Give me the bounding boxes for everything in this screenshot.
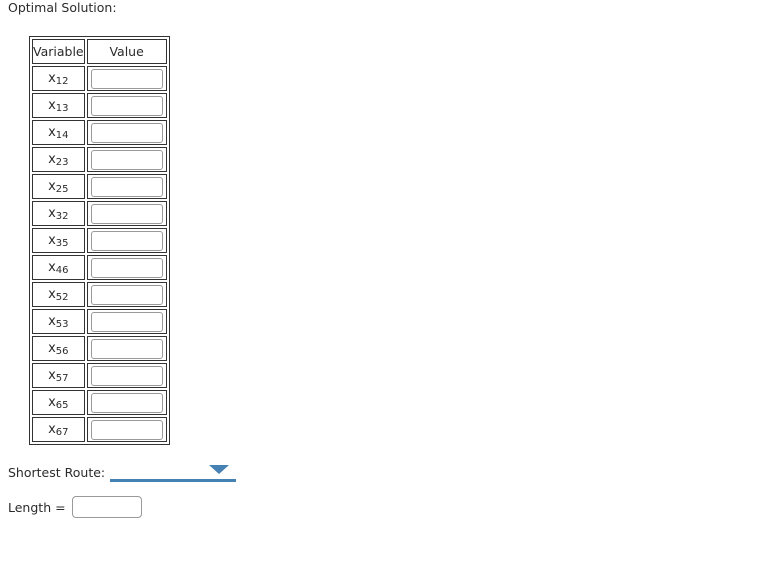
table-body: x12 x13 x14 x23 x25 xyxy=(32,66,167,442)
value-input[interactable] xyxy=(90,68,163,89)
variable-label: x52 xyxy=(48,286,69,303)
variable-label: x57 xyxy=(48,367,69,384)
variable-label: x32 xyxy=(48,205,69,222)
variable-label: x35 xyxy=(48,232,69,249)
value-input[interactable] xyxy=(90,419,163,440)
value-input[interactable] xyxy=(90,95,163,116)
table-row: x23 xyxy=(32,147,167,172)
length-input[interactable] xyxy=(71,496,142,518)
value-input[interactable] xyxy=(90,284,163,305)
table-row: x14 xyxy=(32,120,167,145)
variable-label: x23 xyxy=(48,151,69,168)
variable-label: x13 xyxy=(48,97,69,114)
table-row: x67 xyxy=(32,417,167,442)
table-row: x46 xyxy=(32,255,167,280)
table-row: x35 xyxy=(32,228,167,253)
variable-label: x56 xyxy=(48,340,69,357)
value-input[interactable] xyxy=(90,176,163,197)
table-header-row: Variable Value xyxy=(32,39,167,64)
value-input[interactable] xyxy=(90,230,163,251)
value-input[interactable] xyxy=(90,365,163,386)
optimal-solution-table: Variable Value x12 x13 x14 x23 xyxy=(29,36,170,445)
value-input[interactable] xyxy=(90,149,163,170)
table-row: x25 xyxy=(32,174,167,199)
table-row: x56 xyxy=(32,336,167,361)
value-input[interactable] xyxy=(90,392,163,413)
table-row: x13 xyxy=(32,93,167,118)
dropdown-arrow-icon xyxy=(209,465,230,474)
page-title: Optimal Solution: xyxy=(8,0,117,15)
length-row: Length = xyxy=(8,496,749,518)
table-row: x12 xyxy=(32,66,167,91)
column-header-variable: Variable xyxy=(32,39,85,64)
value-input[interactable] xyxy=(90,257,163,278)
shortest-route-dropdown[interactable] xyxy=(110,465,237,482)
variable-label: x14 xyxy=(48,124,69,141)
value-input[interactable] xyxy=(90,122,163,143)
shortest-route-row: Shortest Route: xyxy=(8,465,749,482)
variable-label: x12 xyxy=(48,70,69,87)
shortest-route-label: Shortest Route: xyxy=(8,465,106,480)
variable-label: x65 xyxy=(48,394,69,411)
table-row: x65 xyxy=(32,390,167,415)
value-input[interactable] xyxy=(90,203,163,224)
table-row: x53 xyxy=(32,309,167,334)
variable-label: x46 xyxy=(48,259,69,276)
variable-label: x53 xyxy=(48,313,69,330)
table-row: x57 xyxy=(32,363,167,388)
length-label: Length = xyxy=(8,499,66,515)
column-header-value: Value xyxy=(86,39,167,64)
table-row: x32 xyxy=(32,201,167,226)
variable-label: x67 xyxy=(48,421,69,438)
value-input[interactable] xyxy=(90,311,163,332)
value-input[interactable] xyxy=(90,338,163,359)
variable-label: x25 xyxy=(48,178,69,195)
table-row: x52 xyxy=(32,282,167,307)
